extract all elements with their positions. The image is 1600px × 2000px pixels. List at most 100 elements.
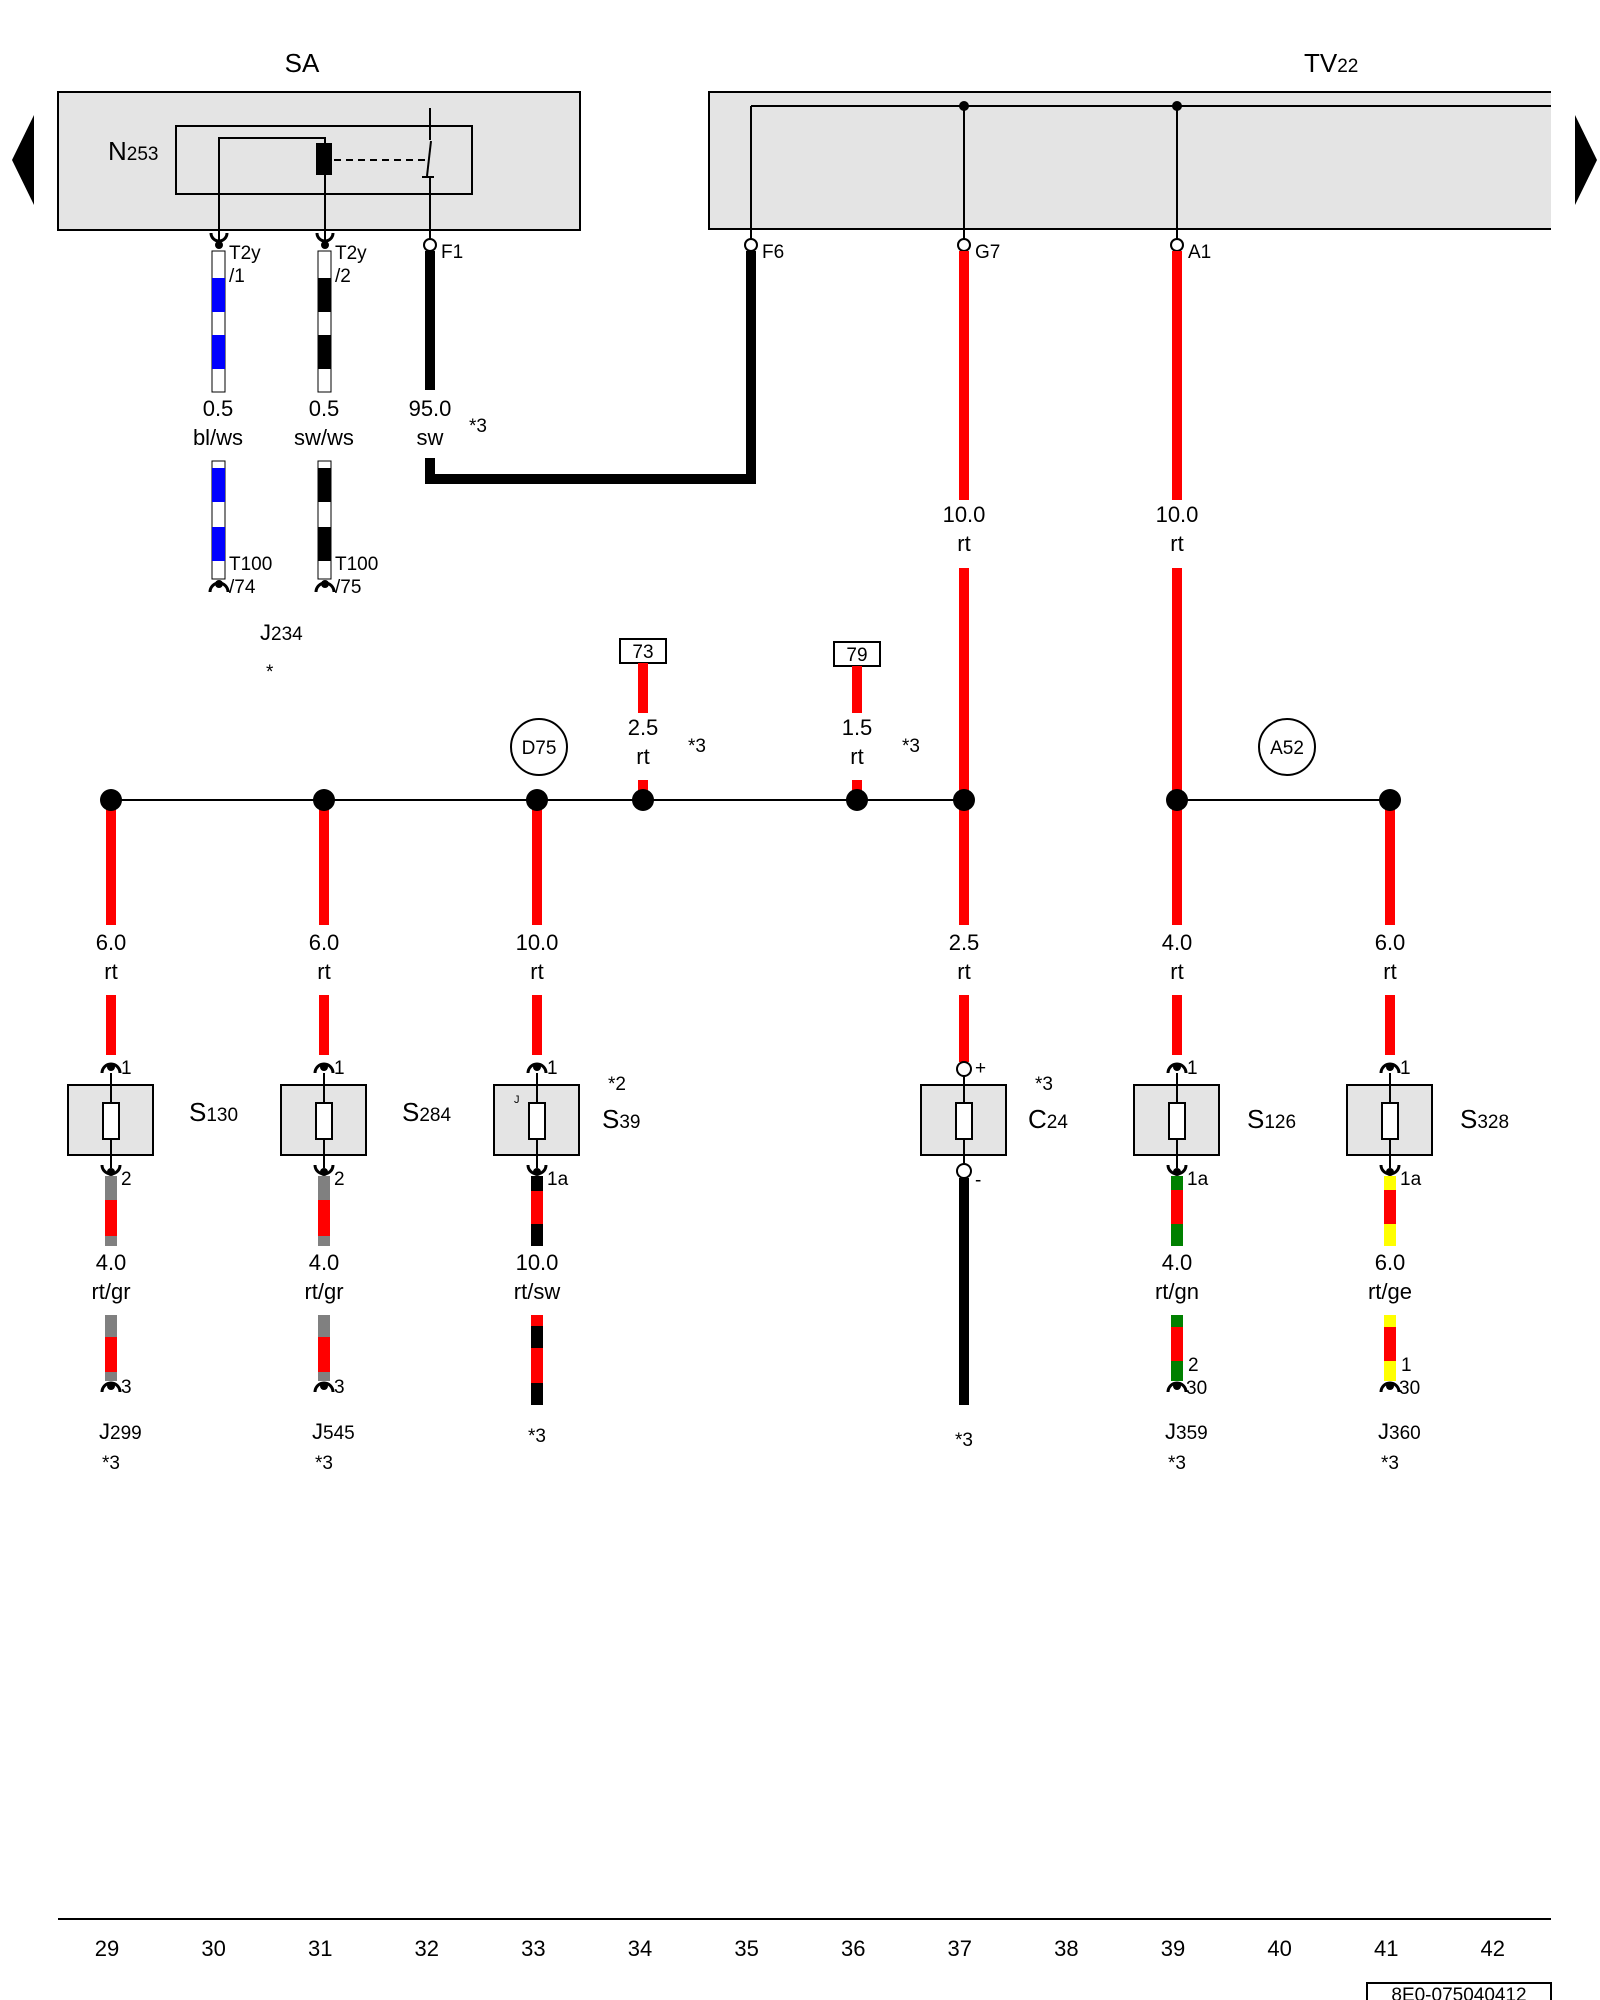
svg-text:1a: 1a	[1187, 1169, 1209, 1190]
svg-text:2: 2	[121, 1169, 132, 1190]
wire-label-color: bl/ws	[193, 425, 243, 450]
svg-text:*3: *3	[1168, 1453, 1186, 1474]
ruler-number: 36	[841, 1936, 865, 1961]
target-j359: 2 30 J359 *3	[1165, 1355, 1208, 1474]
fuse-s328-label: S328	[1460, 1104, 1509, 1134]
fuse-s130-label: S130	[189, 1097, 238, 1127]
wire-label-size: 10.0	[516, 1250, 559, 1275]
ruler-number: 38	[1054, 1936, 1078, 1961]
ruler-number: 32	[415, 1936, 439, 1961]
j299-label: J299	[99, 1419, 142, 1444]
j545-label: J545	[312, 1419, 355, 1444]
relay-coil	[316, 143, 332, 175]
wire-label-size: 0.5	[203, 396, 234, 421]
wire-label-color: rt	[104, 959, 117, 984]
wire-label-color: sw	[417, 425, 444, 450]
svg-text:3: 3	[121, 1377, 132, 1398]
capacitor-c24: + - *3 C24	[920, 1058, 1068, 1191]
svg-text:*3: *3	[1035, 1074, 1053, 1095]
wire-rt-sw	[531, 1176, 543, 1405]
wire-label-color: rt	[1383, 959, 1396, 984]
wire-note: *3	[902, 736, 920, 757]
wire-label-color: rt	[1170, 959, 1183, 984]
fuse-s126: 1 1a S126	[1133, 1058, 1296, 1190]
pin-g7-label: G7	[975, 242, 1000, 263]
svg-text:/74: /74	[229, 577, 256, 598]
ruler-number: 29	[95, 1936, 119, 1961]
ruler-number: 35	[734, 1936, 758, 1961]
label-a52: A52	[1258, 718, 1316, 776]
j234-note: *	[266, 662, 274, 683]
tv22-title: TV22	[1304, 48, 1358, 78]
svg-text:30: 30	[1399, 1378, 1420, 1399]
c24-end-note: *3	[955, 1430, 973, 1451]
connector-t2y-1: T2y /1	[209, 232, 261, 287]
wire-label-size: 10.0	[516, 930, 559, 955]
wire-label-size: 2.5	[628, 715, 659, 740]
ref-box-73: 73	[619, 638, 667, 664]
ruler-number: 37	[948, 1936, 972, 1961]
fuse-s284-label: S284	[402, 1097, 451, 1127]
label-d75: D75	[510, 718, 568, 776]
svg-text:1a: 1a	[1400, 1169, 1422, 1190]
pin-f6-label: F6	[762, 242, 784, 263]
svg-text:D75: D75	[522, 738, 557, 759]
wire-label-size: 6.0	[309, 930, 340, 955]
svg-text:T100: T100	[229, 554, 272, 575]
next-page-arrow-icon[interactable]	[1575, 115, 1597, 205]
wire-label-size: 2.5	[949, 930, 980, 955]
svg-text:T2y: T2y	[335, 243, 367, 264]
svg-text:1: 1	[1400, 1058, 1411, 1079]
svg-text:A52: A52	[1270, 738, 1304, 759]
ruler-number: 31	[308, 1936, 332, 1961]
j360-label: J360	[1378, 1419, 1421, 1444]
wire-label-size: 6.0	[1375, 1250, 1406, 1275]
pin-f6	[744, 238, 758, 252]
pin-f1-label: F1	[441, 242, 463, 263]
svg-text:*3: *3	[1381, 1453, 1399, 1474]
wire-label-color: rt	[636, 744, 649, 769]
svg-text:79: 79	[846, 645, 867, 666]
wire-label-size: 4.0	[309, 1250, 340, 1275]
wire-label-size: 95.0	[409, 396, 452, 421]
wire-rt-gr-2	[318, 1176, 330, 1381]
wire-label-color: rt/ge	[1368, 1279, 1412, 1304]
wire-sw-95-route	[425, 251, 756, 484]
branch-wires	[106, 800, 1395, 1062]
previous-page-arrow-icon[interactable]	[12, 115, 34, 205]
svg-text:1: 1	[1187, 1058, 1198, 1079]
wire-label-color: rt/gr	[91, 1279, 130, 1304]
wire-label-size: 6.0	[96, 930, 127, 955]
svg-text:/2: /2	[335, 266, 351, 287]
wire-note: *3	[469, 416, 487, 437]
fuse-s39: 1 J 1a *2 S39	[493, 1058, 640, 1190]
wire-label-color: sw/ws	[294, 425, 354, 450]
fuse-s130: 1 2 S130	[67, 1058, 238, 1190]
svg-text:1: 1	[334, 1058, 345, 1079]
wire-label-color: rt	[957, 531, 970, 556]
svg-text:/75: /75	[335, 577, 361, 598]
svg-text:-: -	[975, 1170, 981, 1191]
wire-label-color: rt	[1170, 531, 1183, 556]
wire-label-color: rt/sw	[514, 1279, 561, 1304]
connector-t2y-2: T2y /2	[315, 232, 367, 287]
wire-rt-gn	[1171, 1176, 1183, 1381]
svg-text:1a: 1a	[547, 1169, 569, 1190]
svg-text:/1: /1	[229, 266, 245, 287]
target-j299: 3 J299 *3	[99, 1377, 142, 1474]
wire-rt-ge	[1384, 1176, 1396, 1381]
wire-label-size: 4.0	[1162, 930, 1193, 955]
ruler-number: 41	[1374, 1936, 1398, 1961]
ruler-number: 42	[1481, 1936, 1505, 1961]
svg-text:+: +	[975, 1058, 986, 1079]
junction-dots	[100, 789, 1401, 811]
wire-label-color: rt	[957, 959, 970, 984]
ruler-number: 30	[201, 1936, 225, 1961]
svg-text:2: 2	[1188, 1355, 1199, 1376]
wire-label-color: rt	[850, 744, 863, 769]
pin-g7	[957, 238, 971, 252]
pin-f1	[423, 238, 437, 252]
ruler-number: 40	[1267, 1936, 1291, 1961]
svg-text:1: 1	[547, 1058, 558, 1079]
